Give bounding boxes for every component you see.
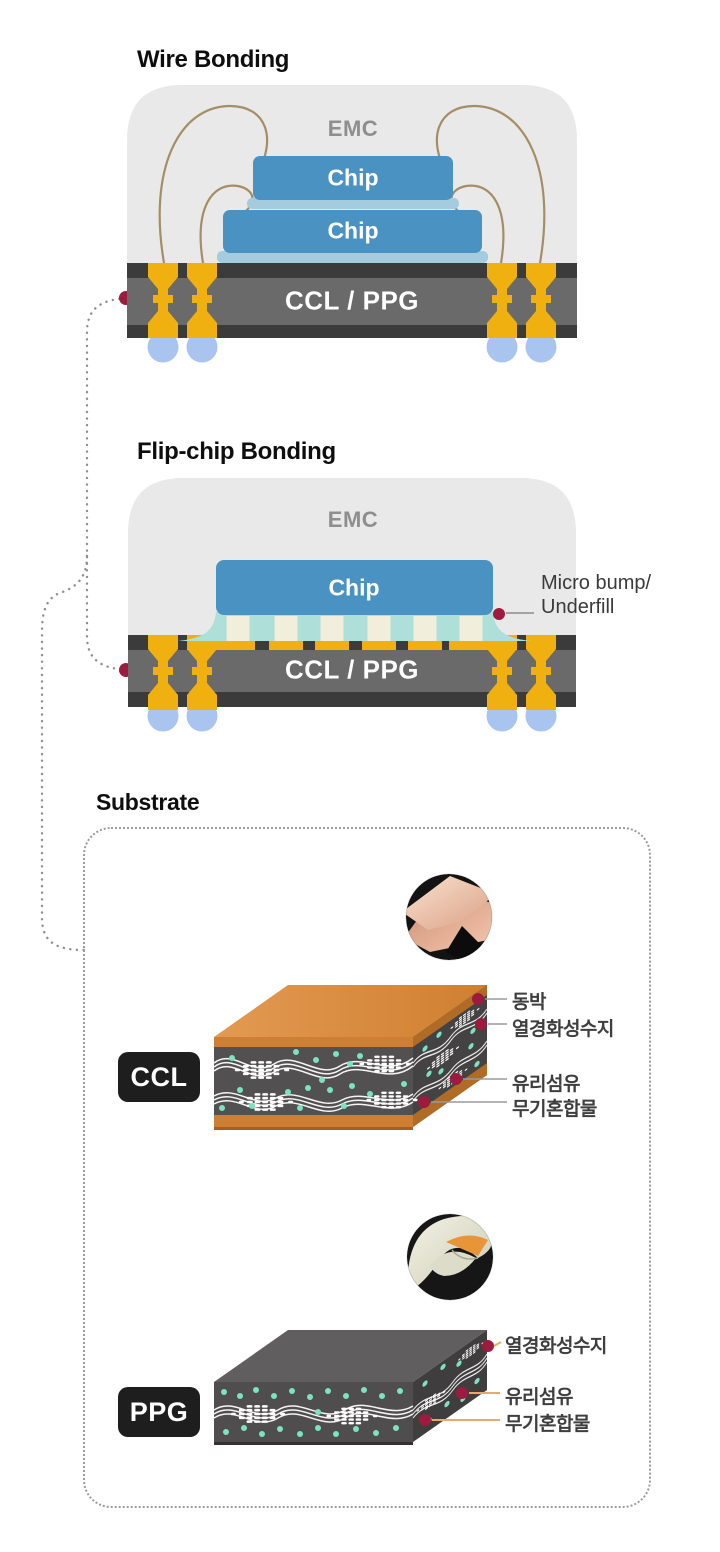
emc-label-wire-bonding: EMC	[327, 116, 379, 141]
ppg-label-thermoset-resin: 열경화성수지	[505, 1336, 607, 1357]
wire-bonding-diagram	[127, 85, 577, 363]
layer-marker-dots	[418, 993, 487, 1108]
ccl-block	[213, 873, 507, 1130]
substrate-label-wire-bonding: CCL / PPG	[284, 285, 420, 316]
ccl-label-thermoset-resin: 열경화성수지	[512, 1019, 614, 1040]
gold-pads	[187, 641, 517, 650]
chip-bottom-label: Chip	[327, 217, 379, 244]
ppg-block	[213, 1213, 502, 1445]
underfill-line2: Underfill	[541, 595, 615, 618]
substrate-label-flip-chip: CCL / PPG	[284, 654, 420, 685]
wire-bonding-title: Wire Bonding	[137, 46, 290, 73]
ppg-label-glass-fiber: 유리섬유	[505, 1387, 573, 1408]
ccl-label-glass-fiber: 유리섬유	[512, 1074, 580, 1095]
ccl-label-inorganic-mixture: 무기혼합물	[512, 1099, 597, 1120]
emc-label-flip-chip: EMC	[327, 507, 379, 532]
micro-bump-underfill-label: Micro bump/ Underfill	[541, 572, 651, 619]
substrate-dotted-box	[83, 827, 651, 1508]
ppg-label-inorganic-mixture: 무기혼합물	[505, 1414, 590, 1435]
marker-dot-underfill	[493, 608, 505, 620]
chip-top	[253, 156, 453, 200]
filler-dots	[219, 1049, 407, 1111]
chip-bottom	[223, 210, 482, 253]
ccl-photo-circle	[405, 873, 493, 961]
filler-dots	[221, 1387, 403, 1437]
ccl-badge: CCL	[118, 1052, 200, 1102]
layer-marker-dots	[419, 1340, 494, 1426]
chip-top-label: Chip	[327, 164, 379, 191]
beam	[434, 1288, 466, 1344]
micro-bump-line1: Micro bump/	[541, 572, 652, 594]
connector-dotted-lines	[40, 296, 128, 952]
ppg-badge: PPG	[118, 1387, 200, 1437]
underfill	[178, 612, 531, 641]
beam	[433, 946, 465, 1004]
ppg-photo-circle	[406, 1213, 494, 1301]
micro-bumps	[226, 616, 483, 641]
ccl-label-copper-foil: 동박	[512, 992, 546, 1013]
chip-flip	[216, 560, 493, 615]
flip-chip-diagram	[128, 478, 576, 732]
substrate-title: Substrate	[96, 789, 200, 815]
solder-balls	[147, 331, 557, 363]
chip-label-flip-chip: Chip	[328, 574, 380, 601]
flip-chip-title: Flip-chip Bonding	[137, 438, 336, 465]
